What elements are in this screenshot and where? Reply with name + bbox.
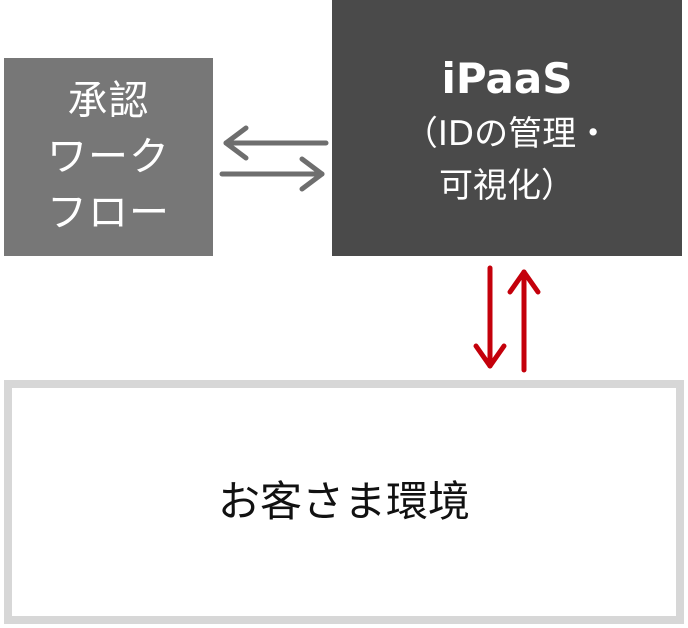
arrow-ipaas-to-customer <box>473 265 507 369</box>
approval-workflow-box: 承認 ワーク フロー <box>4 58 213 256</box>
approval-workflow-label-line2: ワーク <box>47 134 170 180</box>
ipaas-subtitle-line1: （IDの管理・ <box>403 114 611 154</box>
ipaas-title: iPaaS <box>441 54 573 103</box>
arrow-ipaas-to-workflow <box>223 125 329 161</box>
arrow-customer-to-ipaas <box>507 269 541 373</box>
ipaas-subtitle-line2: 可視化） <box>439 166 575 206</box>
approval-workflow-label-line3: フロー <box>47 190 170 236</box>
approval-workflow-label-line1: 承認 <box>67 78 150 124</box>
customer-environment-label: お客さま環境 <box>217 477 470 526</box>
customer-environment-box: お客さま環境 <box>4 380 684 624</box>
arrow-workflow-to-ipaas <box>219 156 325 192</box>
ipaas-box: iPaaS （IDの管理・ 可視化） <box>332 0 682 256</box>
